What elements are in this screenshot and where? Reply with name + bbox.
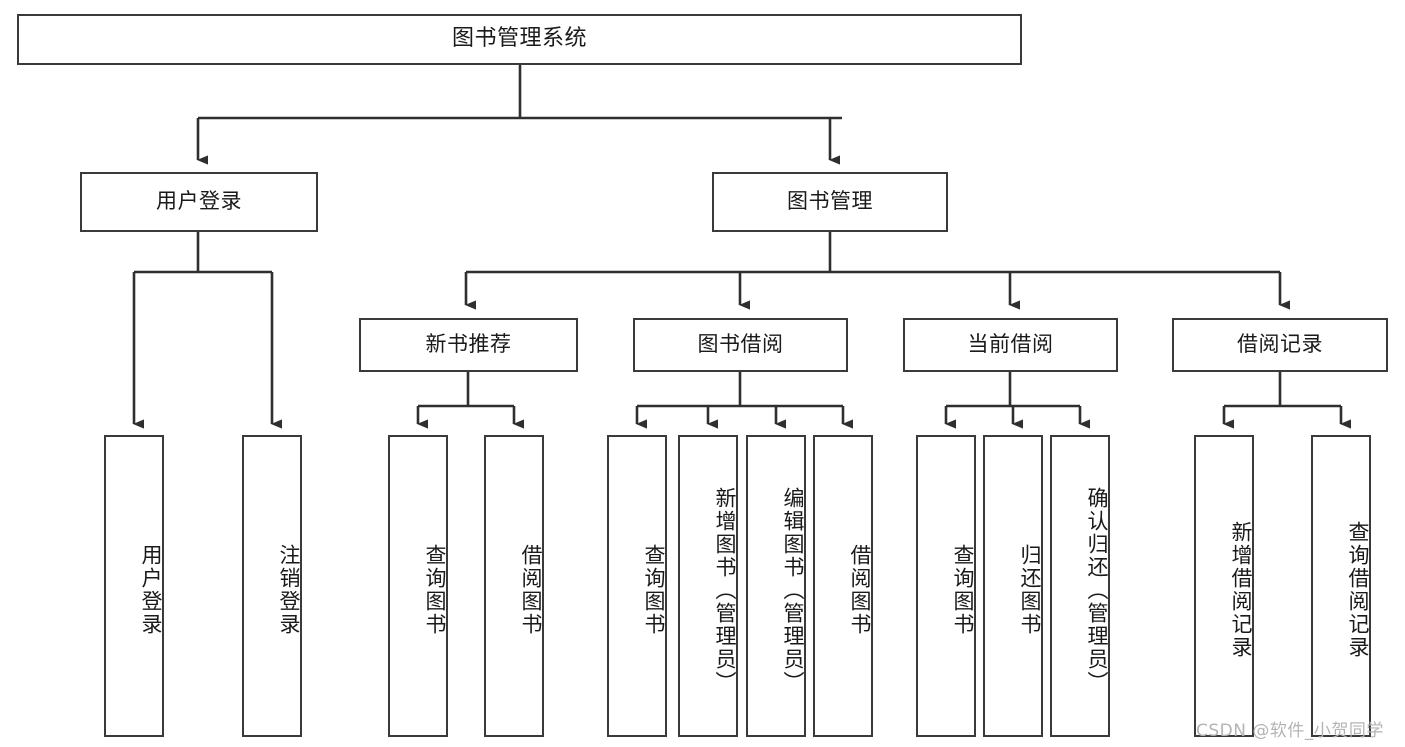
leaf-label: 查询借阅记录 xyxy=(1346,521,1370,659)
leaf-label: 查询图书 xyxy=(642,544,666,636)
node-current-borrow[interactable]: 当前借阅 xyxy=(903,318,1118,372)
leaf-records-add-record[interactable]: 新增借阅记录 xyxy=(1194,435,1254,737)
leaf-label: 注销登录 xyxy=(277,544,301,636)
leaf-label: 借阅图书 xyxy=(848,544,872,636)
leaf-current-confirm-return-admin[interactable]: 确认归还（管理员） xyxy=(1050,435,1110,737)
leaf-new-books-borrow[interactable]: 借阅图书 xyxy=(484,435,544,737)
leaf-records-query-record[interactable]: 查询借阅记录 xyxy=(1311,435,1371,737)
leaf-user-login-signout[interactable]: 注销登录 xyxy=(242,435,302,737)
leaf-label: 查询图书 xyxy=(951,544,975,636)
leaf-label: 新增借阅记录 xyxy=(1229,521,1253,659)
leaf-label: 用户登录 xyxy=(139,544,163,636)
leaf-current-query-book[interactable]: 查询图书 xyxy=(916,435,976,737)
node-root-label: 图书管理系统 xyxy=(451,26,587,52)
node-new-book-recommend[interactable]: 新书推荐 xyxy=(359,318,578,372)
leaf-label: 确认归还（管理员） xyxy=(1085,486,1109,694)
node-book-management-label: 图书管理 xyxy=(787,189,873,214)
leaf-user-login-signin[interactable]: 用户登录 xyxy=(104,435,164,737)
node-root[interactable]: 图书管理系统 xyxy=(17,14,1022,65)
node-borrow-records-label: 借阅记录 xyxy=(1237,332,1323,357)
csdn-watermark: CSDN @软件_小贺同学 xyxy=(1196,721,1384,741)
leaf-label: 新增图书（管理员） xyxy=(713,486,737,694)
leaf-label: 归还图书 xyxy=(1018,544,1042,636)
leaf-borrow-borrow-book[interactable]: 借阅图书 xyxy=(813,435,873,737)
leaf-borrow-edit-book-admin[interactable]: 编辑图书（管理员） xyxy=(746,435,806,737)
node-new-book-recommend-label: 新书推荐 xyxy=(425,332,512,357)
leaf-borrow-query-book[interactable]: 查询图书 xyxy=(607,435,667,737)
leaf-borrow-add-book-admin[interactable]: 新增图书（管理员） xyxy=(678,435,738,737)
leaf-new-books-query[interactable]: 查询图书 xyxy=(388,435,448,737)
node-user-login-label: 用户登录 xyxy=(156,189,242,214)
leaf-current-return-book[interactable]: 归还图书 xyxy=(983,435,1043,737)
node-book-borrow-label: 图书借阅 xyxy=(697,332,784,357)
leaf-label: 查询图书 xyxy=(423,544,447,636)
node-borrow-records[interactable]: 借阅记录 xyxy=(1172,318,1388,372)
node-current-borrow-label: 当前借阅 xyxy=(967,332,1054,357)
node-book-borrow[interactable]: 图书借阅 xyxy=(633,318,848,372)
leaf-label: 借阅图书 xyxy=(519,544,543,636)
node-user-login[interactable]: 用户登录 xyxy=(80,172,318,232)
node-book-management[interactable]: 图书管理 xyxy=(712,172,948,232)
leaf-label: 编辑图书（管理员） xyxy=(781,486,805,694)
